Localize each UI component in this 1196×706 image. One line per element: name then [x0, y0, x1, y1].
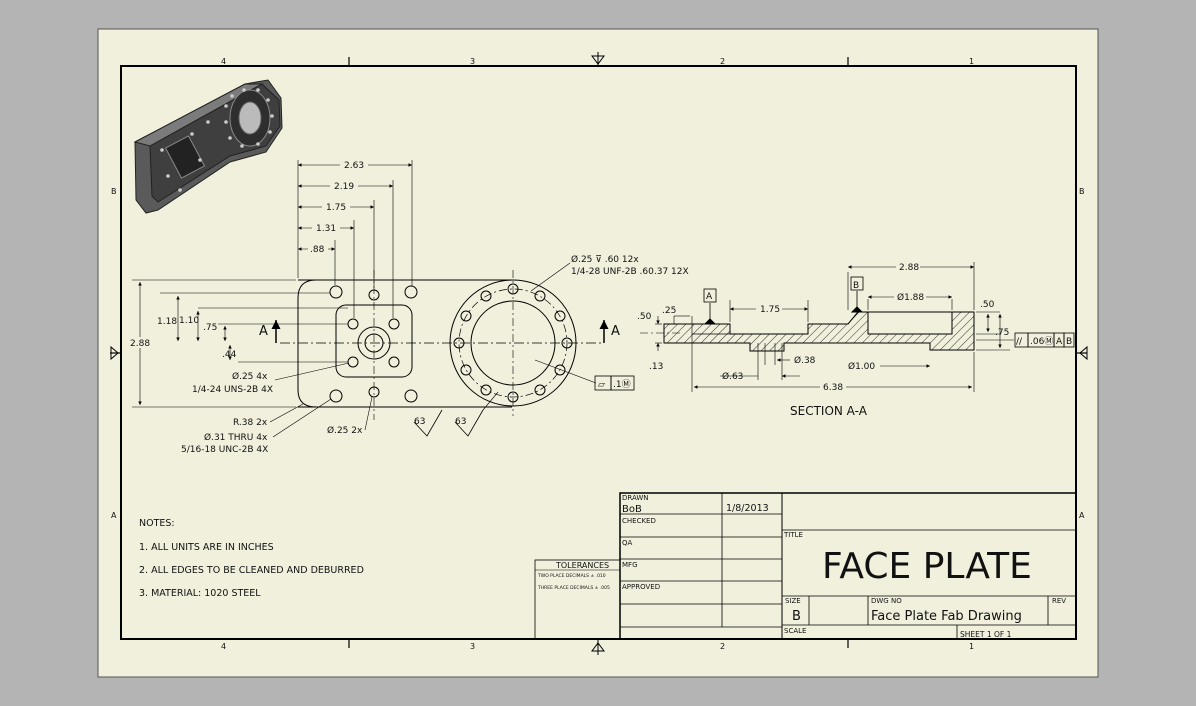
size-value: B [792, 609, 801, 624]
fcf-parallel-datum-a: A [1056, 337, 1063, 347]
section-title: SECTION A-A [790, 404, 868, 418]
callout-hole-31: Ø.31 THRU 4x [204, 432, 268, 443]
note-1: 1. ALL UNITS ARE IN INCHES [139, 542, 274, 553]
finish-63-right: 63 [455, 417, 466, 427]
finish-63-left: 63 [414, 417, 425, 427]
zone-col-2-bottom: 2 [720, 642, 725, 651]
zone-row-b-right: B [1079, 187, 1085, 196]
zone-col-3-top: 3 [470, 57, 475, 66]
notes-heading: NOTES: [139, 518, 175, 529]
section-view-labels: SECTION A-A A B 2.88 Ø1.88 .50 .75 1.75 … [637, 261, 1075, 418]
fcf-flatness-symbol: ⏥ [598, 380, 605, 390]
scale-label: SCALE [784, 627, 806, 635]
drawn-by: BoB [622, 504, 642, 515]
zone-col-4-top: 4 [221, 57, 226, 66]
sheet-count: SHEET 1 OF 1 [960, 630, 1012, 639]
dim-2-19: 2.19 [334, 182, 354, 192]
dim-0-75: .75 [203, 323, 217, 333]
fcf-flatness-value: .1Ⓜ [613, 379, 631, 390]
zone-labels: 4 3 2 1 4 3 2 1 B A B A [111, 57, 1085, 651]
dim-dia-1-00: Ø1.00 [848, 361, 875, 372]
checked-label: CHECKED [622, 517, 656, 525]
dim-0-88: .88 [310, 245, 325, 255]
datum-a: A [706, 292, 713, 302]
tolerances-line-1: TWO PLACE DECIMALS ± .010 [537, 573, 606, 579]
zone-col-1-bottom: 1 [969, 642, 974, 651]
dim-dia-1-88: Ø1.88 [897, 292, 924, 303]
dim-dia-0-38: Ø.38 [794, 355, 816, 366]
dim-1-75-section: 1.75 [760, 305, 780, 315]
callout-hole-25: Ø.25 4x [232, 371, 268, 382]
callout-bolt-thread: 1/4-28 UNF-2B .60.37 12X [571, 267, 689, 277]
dim-0-75-right: .75 [995, 328, 1009, 338]
fcf-parallel-value: .06Ⓜ [1030, 336, 1053, 347]
tolerances-line-2: THREE PLACE DECIMALS ± .005 [537, 585, 610, 591]
zone-row-a-left: A [111, 511, 117, 520]
drawn-date: 1/8/2013 [726, 503, 769, 514]
zone-col-3-bottom: 3 [470, 642, 475, 651]
dim-0-50-right: .50 [980, 300, 995, 310]
dim-6-38: 6.38 [823, 383, 843, 393]
note-2: 2. ALL EDGES TO BE CLEANED AND DEBURRED [139, 565, 364, 576]
dim-2-63: 2.63 [344, 161, 364, 171]
zone-col-1-top: 1 [969, 57, 974, 66]
dim-1-75: 1.75 [326, 203, 346, 213]
tolerances-heading: TOLERANCES [555, 561, 609, 570]
callout-radius: R.38 2x [233, 418, 268, 428]
dwg-no-value: Face Plate Fab Drawing [871, 609, 1022, 624]
dim-1-18: 1.18 [157, 317, 177, 327]
rev-label: REV [1052, 597, 1066, 605]
dim-0-44: .44 [222, 350, 237, 360]
front-view-labels: 2.63 2.19 1.75 1.31 .88 2.88 1.18 1.10 .… [128, 159, 689, 455]
title-label: TITLE [783, 531, 803, 539]
center-marks [110, 52, 1088, 655]
cut-label-a-left: A [259, 324, 268, 339]
zone-row-b-left: B [111, 187, 117, 196]
section-view [640, 262, 1014, 392]
dim-2-88-height: 2.88 [130, 339, 150, 349]
title-block-text: DRAWN BoB 1/8/2013 CHECKED QA MFG APPROV… [622, 494, 1066, 639]
zone-ticks [110, 57, 1087, 648]
dim-1-10: 1.10 [179, 316, 199, 326]
cut-label-a-right: A [611, 324, 620, 339]
dim-0-25: .25 [662, 306, 676, 316]
qa-label: QA [622, 539, 633, 547]
title-block [619, 492, 1077, 640]
zone-col-4-bottom: 4 [221, 642, 226, 651]
isometric-view [133, 79, 283, 214]
mfg-label: MFG [622, 561, 638, 569]
note-3: 3. MATERIAL: 1020 STEEL [139, 588, 261, 599]
notes-block: NOTES: 1. ALL UNITS ARE IN INCHES 2. ALL… [139, 518, 364, 599]
callout-thread-25: 1/4-24 UNS-2B 4X [192, 385, 273, 395]
size-label: SIZE [785, 597, 801, 605]
dim-2-88-section: 2.88 [899, 263, 919, 273]
callout-bolt-circle: Ø.25 ⊽ .60 12x [571, 254, 639, 265]
dim-1-31: 1.31 [316, 224, 336, 234]
fcf-parallel-symbol: // [1016, 337, 1023, 347]
front-view [132, 160, 609, 438]
dim-0-50-left: .50 [637, 312, 652, 322]
callout-thread-31: 5/16-18 UNC-2B 4X [181, 445, 268, 455]
zone-col-2-top: 2 [720, 57, 725, 66]
drawing-title: FACE PLATE [822, 546, 1032, 587]
callout-hole-25-2x: Ø.25 2x [327, 425, 363, 436]
dim-0-13: .13 [649, 362, 663, 372]
approved-label: APPROVED [622, 583, 660, 591]
datum-b: B [853, 281, 859, 291]
drawn-label: DRAWN [622, 494, 649, 502]
dwg-no-label: DWG NO [871, 597, 902, 605]
zone-row-a-right: A [1079, 511, 1085, 520]
dim-dia-0-63: Ø.63 [722, 371, 743, 382]
fcf-parallel-datum-b: B [1066, 337, 1072, 347]
